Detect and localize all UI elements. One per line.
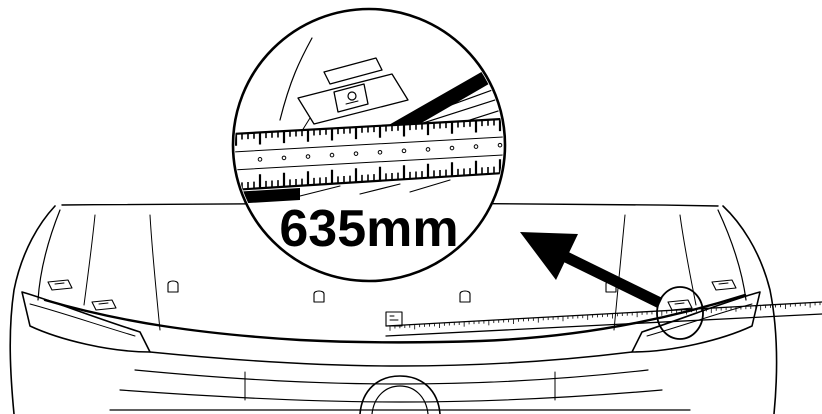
left-inner-stop-icon [91, 299, 117, 311]
detail-bracket-base [297, 73, 409, 125]
tape-ticks [389, 302, 821, 331]
magnifier-callout-icon: 635mm [231, 7, 507, 283]
grille-dividers [244, 371, 556, 401]
measurement-label: 635mm [279, 200, 458, 258]
detail-tape-marker [281, 155, 287, 161]
right-side-line [717, 209, 747, 301]
detail-shadow-lines [299, 179, 451, 197]
detail-tape-marker [449, 145, 455, 151]
left-side-line [37, 209, 61, 301]
left-headlight-inner [29, 303, 136, 337]
hood-bumps [167, 280, 617, 303]
detail-tape-marker [329, 152, 335, 158]
hood-crease-right [613, 214, 626, 331]
pointer-arrow-icon [520, 232, 663, 308]
grille-bar-1 [134, 369, 649, 385]
right-bumper-stop-icon [711, 279, 737, 291]
hood-crease-left [149, 214, 161, 331]
detail-body-line [279, 37, 313, 121]
detail-tape-top-edge [235, 116, 503, 136]
detail-tape-bottom-edge [235, 170, 503, 192]
detail-tape-marker [473, 144, 479, 149]
tape-edge-top [385, 301, 822, 327]
detail-tape-mid-1 [235, 135, 503, 153]
left-headlight [21, 291, 151, 353]
detail-tape-mid-2 [235, 153, 503, 171]
detail-dark-band [235, 188, 300, 204]
right-fender-outline [722, 205, 778, 414]
detail-tape-marker [353, 151, 359, 156]
detail-tape-marker [257, 157, 263, 162]
hood-side-crease-left [83, 214, 96, 306]
left-bumper-stop-icon [47, 279, 73, 291]
detail-tape-marker [305, 154, 311, 159]
measuring-tape-icon [385, 301, 822, 337]
grille-bar-2 [119, 389, 663, 403]
right-inner-stop-icon [667, 299, 693, 311]
detail-bracket-top [323, 57, 383, 85]
tape-end-clip-icon [385, 311, 403, 327]
left-fender-outline [9, 205, 56, 414]
emblem-outline [359, 375, 441, 414]
hood-side-crease-right [679, 214, 697, 306]
detail-tape-marker [497, 142, 503, 148]
grille-top [149, 351, 633, 367]
detail-tape-marker [425, 147, 431, 152]
emblem-inner [371, 385, 429, 414]
detail-stop-block [333, 83, 369, 113]
detail-tape-marker [377, 149, 383, 155]
reading-point-circle [656, 286, 704, 340]
tape-edge-bottom [385, 313, 822, 337]
detail-tape-marker [401, 148, 407, 154]
detail-tape-ticks [235, 119, 503, 190]
